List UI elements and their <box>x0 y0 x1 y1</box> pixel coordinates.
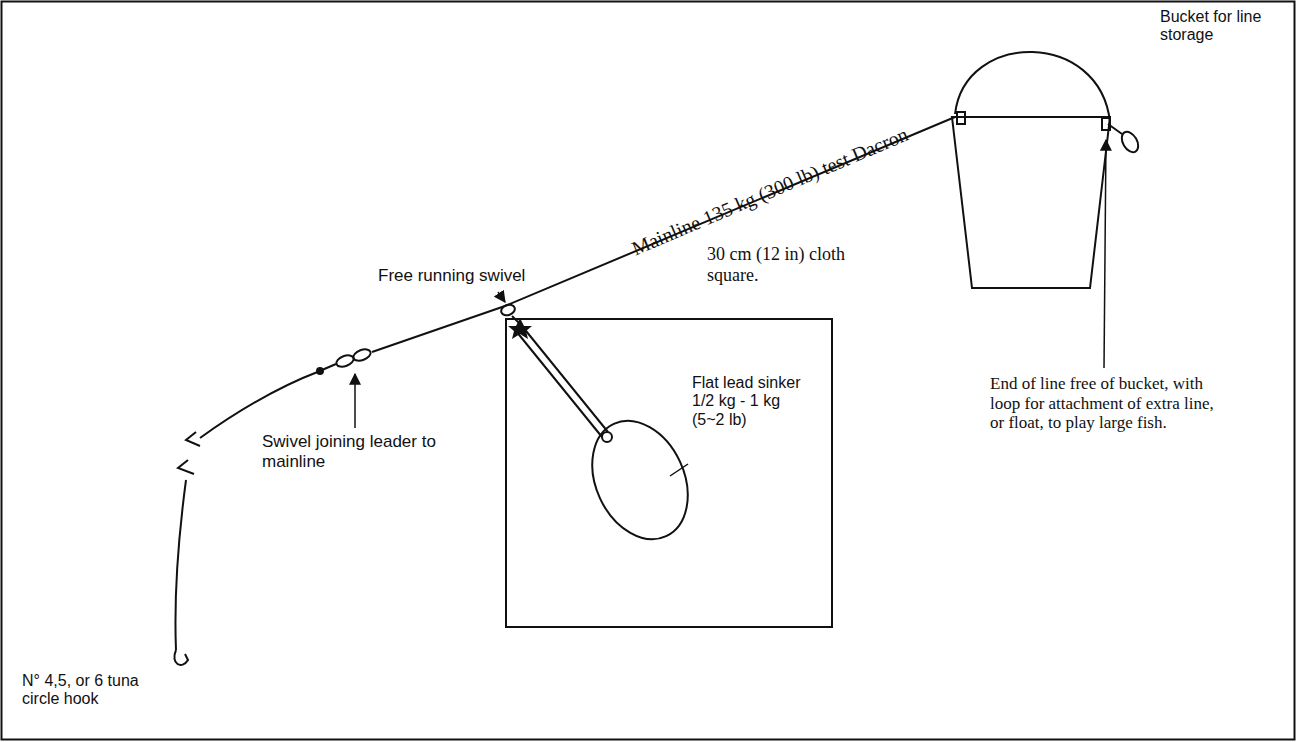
corner-knot <box>508 318 532 339</box>
leader-swivel-label: Swivel joining leader to mainline <box>262 432 452 471</box>
bucket-label: Bucket for line storage <box>1160 8 1290 45</box>
cloth-square: 30 cm (12 in) cloth square.Flat lead sin… <box>505 318 833 628</box>
flat-lead-sinker <box>516 326 706 555</box>
line-end-note: End of line free of bucket, with loop fo… <box>990 374 1222 433</box>
leader-and-hook <box>174 371 320 665</box>
sinker-label: Flat lead sinker 1/2 kg - 1 kg (5~2 lb) <box>692 374 810 429</box>
line-end-loop <box>1108 124 1142 155</box>
cloth-square-heading: 30 cm (12 in) cloth square. <box>707 244 857 285</box>
swivel-label: Free running swivel <box>378 266 618 286</box>
leader-swivel <box>317 347 372 374</box>
bucket <box>952 52 1110 288</box>
hook-label: N° 4,5, or 6 tuna circle hook <box>22 672 172 709</box>
